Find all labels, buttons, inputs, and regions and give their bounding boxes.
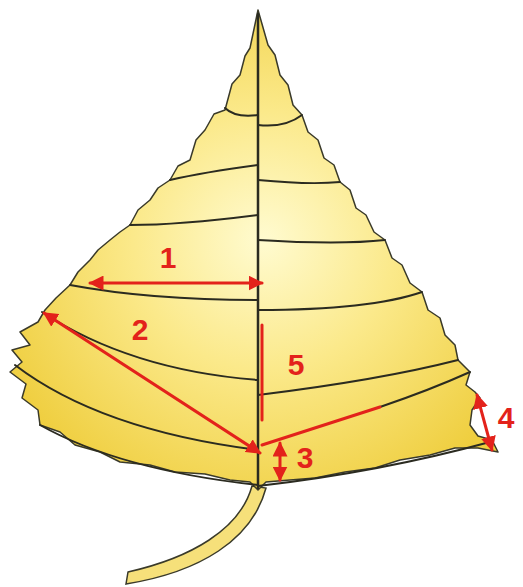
vein	[42, 312, 258, 380]
width-arrow	[90, 282, 262, 285]
vein	[380, 372, 470, 407]
vein	[130, 215, 258, 225]
vein	[70, 285, 258, 300]
diagonal-arrow	[44, 313, 260, 453]
vein	[258, 292, 422, 310]
callout-number: 3	[297, 443, 314, 473]
midrib-mark	[261, 325, 264, 420]
notch-arrow	[477, 395, 492, 450]
midrib	[257, 14, 260, 488]
vein	[40, 425, 258, 485]
vein-mark	[262, 407, 380, 445]
leaf-stalk	[126, 486, 266, 584]
vein	[258, 180, 340, 183]
vein	[258, 115, 302, 126]
callout-number: 5	[288, 350, 305, 380]
callout-number: 2	[132, 315, 149, 345]
callout-number: 1	[160, 243, 177, 273]
vein	[225, 108, 258, 116]
vein	[15, 365, 258, 450]
base-arrow	[279, 443, 282, 480]
vein	[258, 442, 490, 486]
leaf-blade	[10, 10, 498, 490]
measure-marks	[44, 283, 492, 480]
vein	[258, 240, 385, 243]
callout-number: 4	[498, 403, 515, 433]
leaf-veins	[15, 14, 490, 488]
vein	[170, 165, 258, 180]
